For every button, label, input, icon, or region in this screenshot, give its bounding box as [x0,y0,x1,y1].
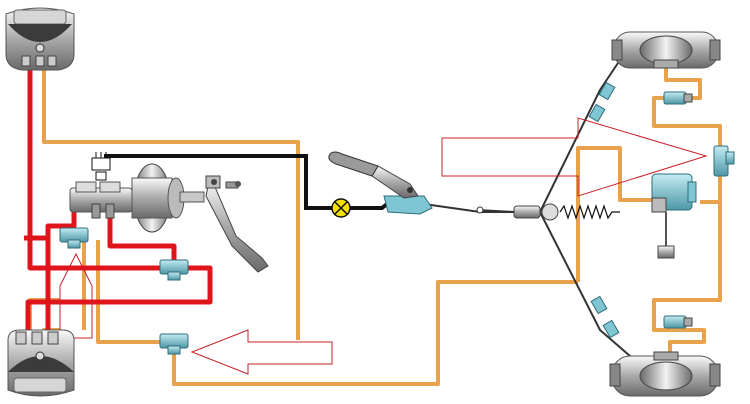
brake-fluid-reservoir-sensor [91,152,111,181]
rear-brake-circuit [28,66,722,386]
tee-fittings [59,91,735,355]
master-cylinder [69,181,133,219]
rear-right-brake-drum [609,351,721,397]
brake-booster [131,163,205,233]
rear-left-brake-drum [611,31,721,69]
flow-arrow-rear-left [190,329,333,375]
rear-line-front-left-branch [42,70,300,340]
brake-pressure-regulator [651,173,697,259]
rear-line-right-lower [652,170,722,358]
tee-fitting-rear [159,333,189,355]
rear-line-to-rear-axle [96,240,578,386]
cable-guides [588,81,620,339]
hose-fitting-rear-lower [663,315,693,329]
brake-pedal[interactable] [205,175,269,273]
lever-icon[interactable] [328,151,433,215]
tee-fitting-rear-axle [713,145,735,177]
front-left-brake-caliper [5,7,75,71]
flow-arrow-rear-right [441,117,708,197]
cable-equalizer [476,203,559,221]
front-line-loop [25,265,213,336]
lamp-cross-icon [331,198,351,218]
tee-fitting-front-mid [159,259,189,281]
hose-fitting-rear-upper [663,91,693,105]
front-brake-circuit [24,70,213,336]
tee-fitting-front-left [59,227,89,249]
flow-arrows [59,117,708,375]
flow-arrow-front-up [59,252,93,339]
front-line-left-upper [27,70,166,271]
front-right-brake-caliper [7,329,75,397]
coil-spring-icon [559,204,620,220]
rear-line-right-upper [652,66,722,150]
front-line-master-to-tee [24,210,77,334]
front-line-master-to-right [107,214,177,262]
